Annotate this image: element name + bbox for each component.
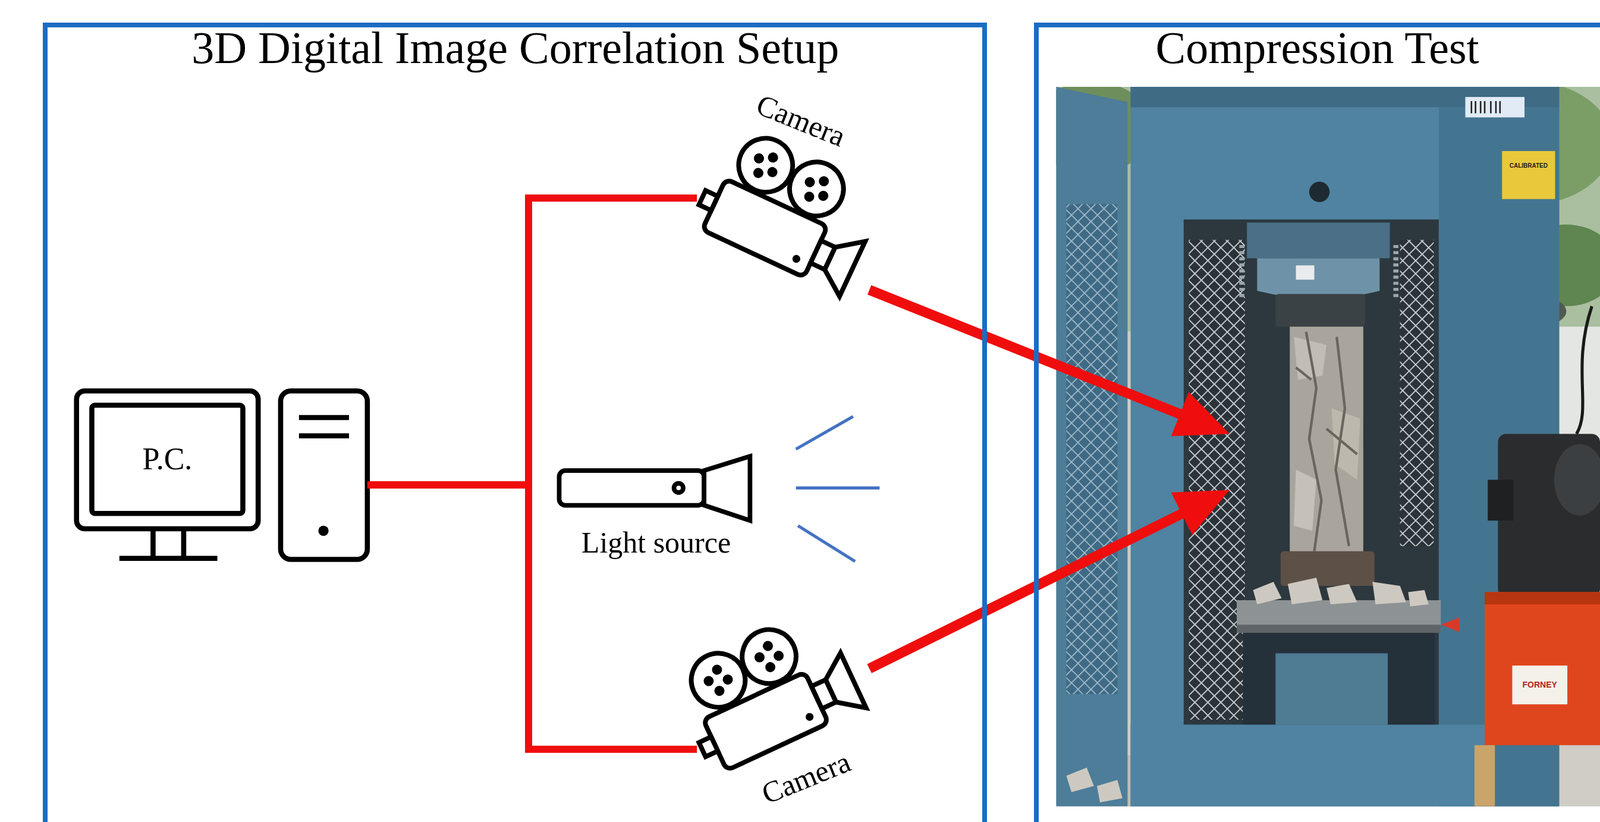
guard-mesh [1400, 239, 1435, 546]
monitor-frame [76, 390, 259, 529]
pc-tower [280, 390, 368, 559]
cracks [1296, 331, 1358, 552]
reel-hole [752, 151, 766, 166]
camera-node: Camera [696, 132, 870, 301]
camera-node: Camera [696, 624, 870, 778]
debris-piece [1326, 583, 1357, 605]
reel-hole [751, 166, 766, 181]
press-head [1246, 222, 1390, 259]
view-arrow [869, 289, 1215, 428]
view-arrow [869, 497, 1215, 669]
bottom-cap [1280, 551, 1375, 586]
camera-label: Camera [751, 87, 851, 154]
reel-hole [771, 648, 786, 663]
panel-title: 3D Digital Image Correlation Setup [191, 21, 839, 74]
pc-node: P.C. [76, 390, 368, 559]
press-base-opening [1242, 632, 1435, 725]
cable [367, 197, 697, 485]
pc-icon [76, 390, 368, 559]
camera-icon [689, 122, 889, 297]
reel-hole [710, 662, 725, 677]
debris-piece [1372, 581, 1407, 605]
light-source-node: Light source [558, 454, 753, 562]
guard-mesh [1188, 239, 1245, 720]
reel-hole [712, 683, 727, 698]
debris-piece [1407, 589, 1429, 606]
barcode-sticker [1465, 96, 1525, 118]
wood-leg [1474, 745, 1495, 807]
light-ray [796, 416, 854, 449]
loading-head [1256, 258, 1380, 299]
tower-slots [299, 417, 350, 436]
calibration-sticker [1501, 151, 1555, 200]
reel-hole [816, 174, 831, 188]
power-cord [1576, 306, 1593, 435]
reel-hole [816, 189, 831, 203]
reel-hole [802, 189, 817, 204]
camera-label: Camera [756, 744, 856, 811]
pc-label: P.C. [142, 441, 193, 477]
light-rays [796, 416, 880, 562]
barcode [1471, 101, 1501, 114]
ram-cylinder [1275, 652, 1388, 725]
debris-piece [1066, 767, 1094, 792]
flashlight-body [558, 470, 704, 505]
door-mesh [1066, 203, 1118, 694]
flashlight-head [703, 456, 750, 521]
reel-hole [803, 175, 817, 190]
frame-bottom [1130, 724, 1489, 807]
reel-hole [752, 650, 767, 665]
pump-top [1484, 591, 1600, 605]
light-ray [796, 486, 880, 490]
frame-hole [1309, 181, 1330, 202]
camera-lens [818, 652, 867, 719]
press-opening [1183, 219, 1439, 725]
motor-fan [1554, 444, 1600, 516]
spalled-patch [1293, 469, 1317, 531]
reel-hole [761, 639, 775, 653]
power-button [318, 525, 329, 536]
camera-handle [699, 736, 719, 757]
motor-switch [1487, 479, 1514, 521]
camera-lens [816, 230, 866, 297]
monitor-stand [119, 528, 218, 559]
setup-panel: P.C.CameraLight sourceCamera3D Digital I… [42, 22, 987, 822]
compression-test-photo [1055, 86, 1600, 807]
head-label [1296, 265, 1315, 280]
debris-piece [1252, 581, 1282, 605]
reel-hole [766, 151, 781, 165]
panel-title: Compression Test [1155, 21, 1479, 74]
photo-ground [1055, 86, 1600, 807]
debris-piece [1096, 779, 1123, 803]
press-door [1055, 86, 1128, 807]
pump-label [1512, 665, 1568, 704]
camera-handle [699, 190, 719, 211]
sticker-text: CALIBRATED [1509, 162, 1548, 169]
cable [367, 484, 697, 749]
reel-hole [765, 165, 780, 179]
debris-piece [1287, 577, 1323, 605]
platen-edge [1236, 624, 1441, 633]
monitor-screen [91, 404, 243, 514]
camera-dot [791, 253, 803, 264]
reel-hole [721, 672, 735, 687]
flashlight-icon [558, 456, 750, 521]
indicator-arrow [1440, 617, 1460, 632]
springs [1242, 244, 1397, 298]
top-cap [1275, 293, 1366, 327]
light-source-label: Light source [581, 525, 731, 561]
hydraulic-pump [1484, 591, 1600, 745]
camera-dot [804, 711, 816, 723]
light-ray [797, 525, 855, 562]
reel-hole [763, 659, 778, 674]
test-panel: Compression Test [1033, 22, 1600, 822]
concrete-specimen [1289, 326, 1364, 555]
brand-text: FORNEY [1522, 680, 1558, 690]
reel-hole [702, 674, 716, 688]
flashlight-switch [674, 483, 684, 493]
